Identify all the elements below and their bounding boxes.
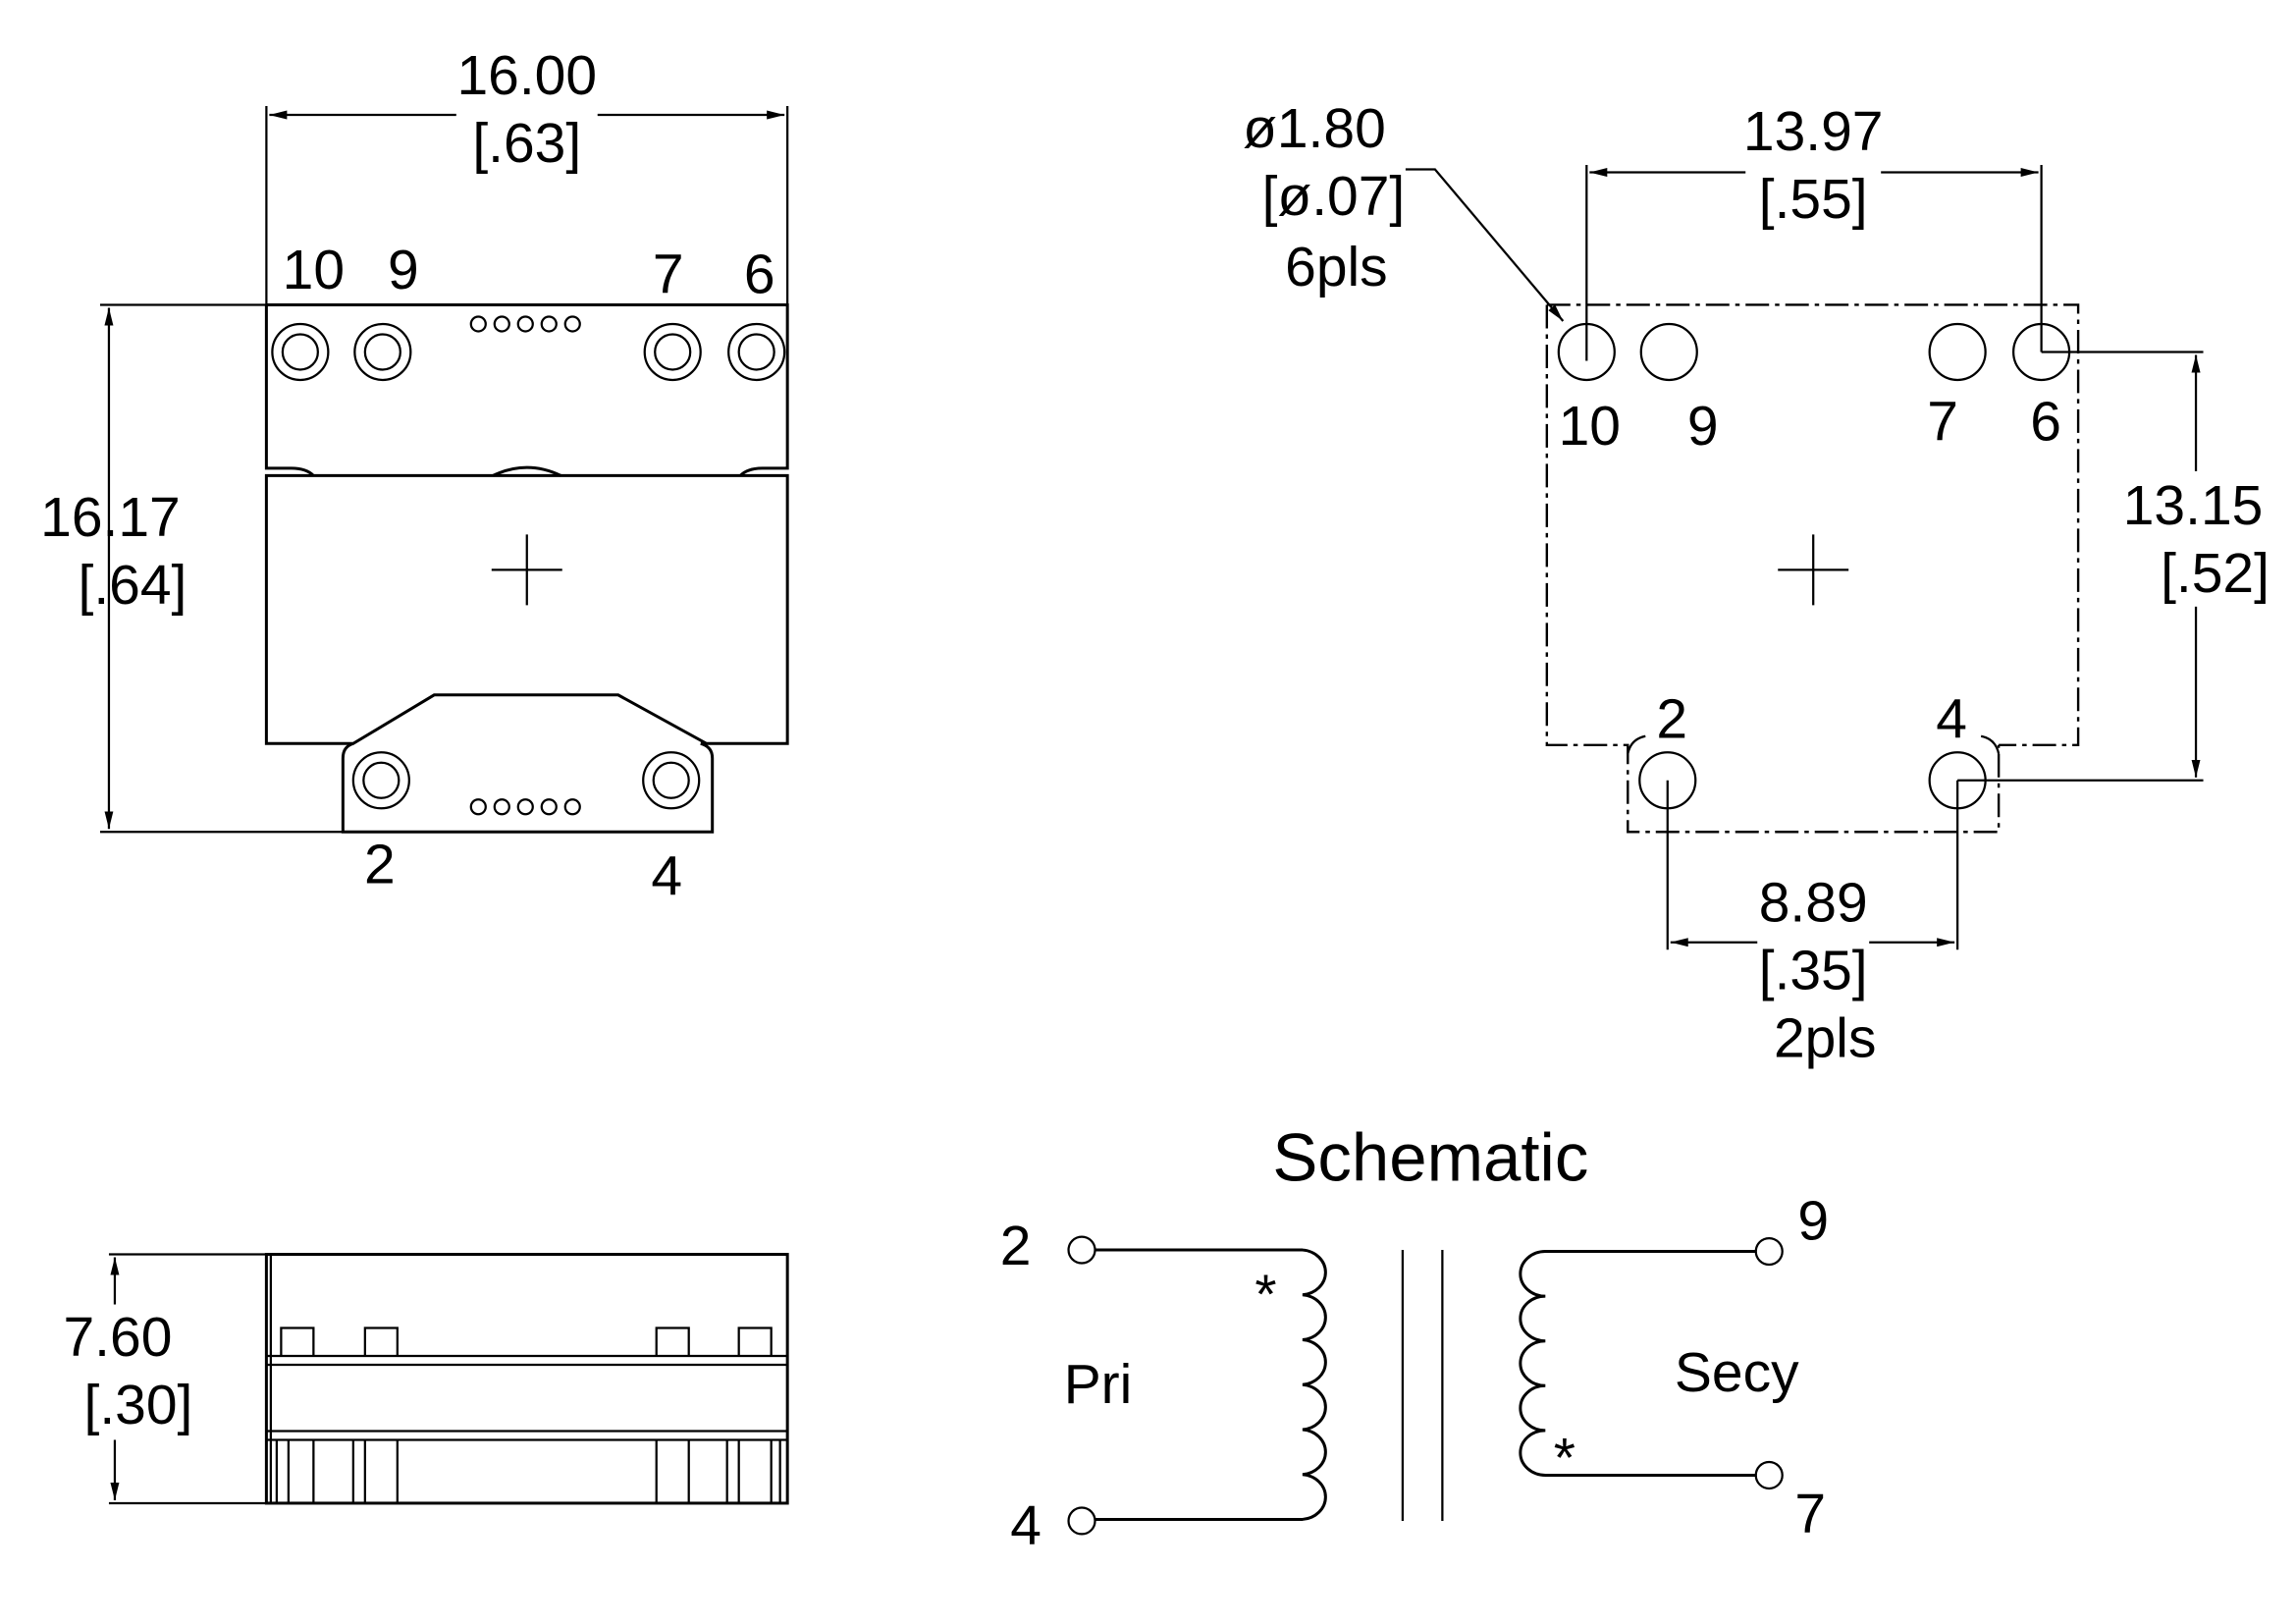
hole-leader-line: [1405, 168, 1565, 322]
pin-pad-6: [727, 322, 786, 382]
marking-dots-top: [469, 315, 581, 333]
span-x-mm: 13.97: [1743, 100, 1884, 163]
primary-label: Pri: [1064, 1353, 1133, 1416]
pin-label: 2: [1656, 687, 1687, 750]
side-height-in: [.30]: [84, 1374, 193, 1436]
center-cross: [491, 534, 562, 606]
side-view: 7.60 [.30]: [64, 1253, 789, 1505]
marking-dots-bottom: [469, 798, 581, 816]
top-view: 16.00 [.63] 16.17 [.64] 10 9 7 6 2 4: [40, 44, 789, 908]
span-y-in: [.52]: [2161, 542, 2269, 605]
width-in: [.63]: [472, 112, 581, 175]
pin-pad-9: [353, 322, 412, 382]
hole-diameter-mm: ø1.80: [1243, 97, 1386, 160]
primary-winding: [1095, 1248, 1327, 1521]
height-in: [.64]: [79, 554, 187, 617]
secondary-label: Secy: [1675, 1341, 1799, 1404]
pin-label: 9: [388, 239, 419, 301]
bottom-tab: [341, 741, 715, 834]
footprint-outline: [1545, 303, 2080, 834]
pins-top: [280, 1326, 773, 1357]
terminal-4: [1067, 1506, 1096, 1536]
span-y-mm: 13.15: [2123, 474, 2264, 537]
hole-count: 6pls: [1285, 236, 1388, 298]
pin-label: 4: [651, 845, 682, 908]
height-mm: 16.17: [40, 486, 181, 549]
pin-label: 4: [1936, 687, 1967, 750]
terminal-9: [1754, 1236, 1784, 1267]
pin-pad-10: [271, 322, 330, 382]
footprint-view: 10 9 7 6 2 4 13.97 [.55] ø1.80 [ø.07] 6p…: [1243, 97, 2269, 1070]
pin-pad-7: [643, 322, 702, 382]
schematic-title: Schematic: [1272, 1120, 1588, 1196]
pin-label: 7: [653, 243, 684, 305]
pins-bottom: [275, 1439, 781, 1503]
pin-label: 10: [1559, 395, 1621, 458]
hole-diameter-in: [ø.07]: [1262, 165, 1406, 228]
bottom-span-in: [.35]: [1759, 940, 1868, 1002]
upper-body: [264, 302, 789, 477]
pin-label: 9: [1797, 1190, 1829, 1253]
hole-7: [1928, 322, 1987, 382]
bottom-span-mm: 8.89: [1759, 872, 1868, 935]
pin-label: 9: [1687, 395, 1719, 458]
side-height-mm: 7.60: [64, 1306, 173, 1369]
center-cross: [1778, 534, 1849, 606]
pin-label: 4: [1010, 1494, 1041, 1557]
schematic: Schematic 2 4 * Pri * Secy 9 7: [1000, 1120, 1829, 1557]
pin-label: 10: [283, 239, 345, 301]
pin-label: 6: [2030, 390, 2061, 453]
lower-body: [264, 473, 789, 745]
bottom-span-count: 2pls: [1774, 1007, 1877, 1070]
hole-9: [1639, 322, 1698, 382]
pin-label: 2: [364, 834, 396, 896]
pin-label: 6: [744, 243, 775, 305]
pin-pad-2: [351, 751, 410, 810]
terminal-2: [1067, 1235, 1096, 1265]
pin-label: 7: [1794, 1483, 1826, 1545]
width-mm: 16.00: [456, 44, 597, 107]
secondary-dot: *: [1554, 1427, 1575, 1489]
span-x-in: [.55]: [1759, 168, 1868, 231]
pin-pad-4: [642, 751, 701, 810]
pin-label: 2: [1000, 1215, 1032, 1277]
terminal-7: [1754, 1460, 1784, 1490]
primary-dot: *: [1255, 1264, 1276, 1326]
pin-label: 7: [1927, 390, 1958, 453]
secondary-winding: [1519, 1250, 1756, 1477]
